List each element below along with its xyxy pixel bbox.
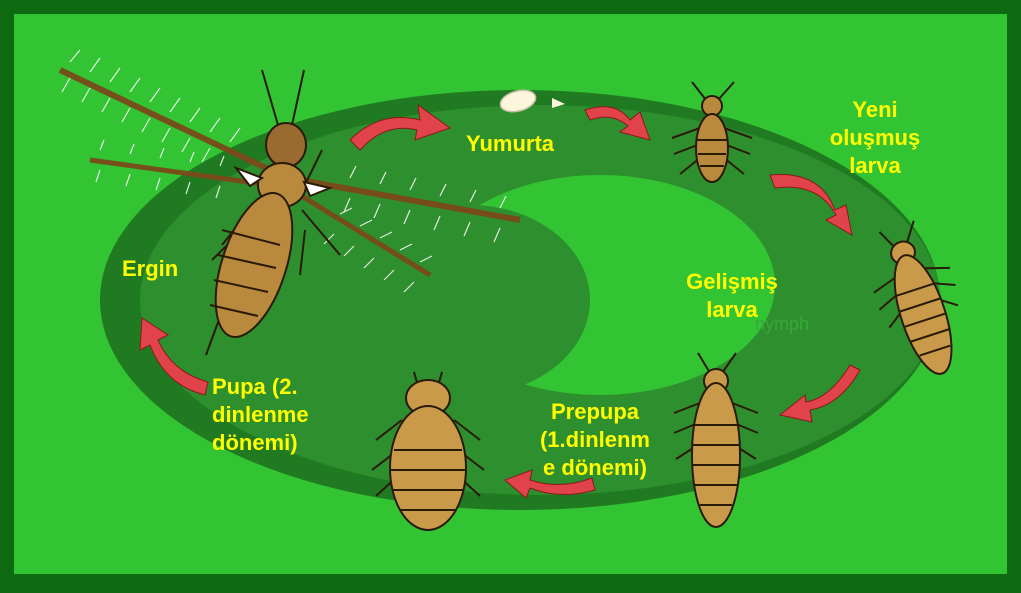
label-egg: Yumurta [440, 130, 580, 158]
label-developed-larva: Gelişmiş larva [672, 268, 792, 324]
label-new-larva: Yeni oluşmuş larva [800, 96, 950, 180]
label-prepupa: Prepupa (1.dinlenm e dönemi) [505, 398, 685, 482]
label-adult: Ergin [122, 255, 222, 283]
label-pupa: Pupa (2. dinlenme dönemi) [212, 373, 372, 457]
